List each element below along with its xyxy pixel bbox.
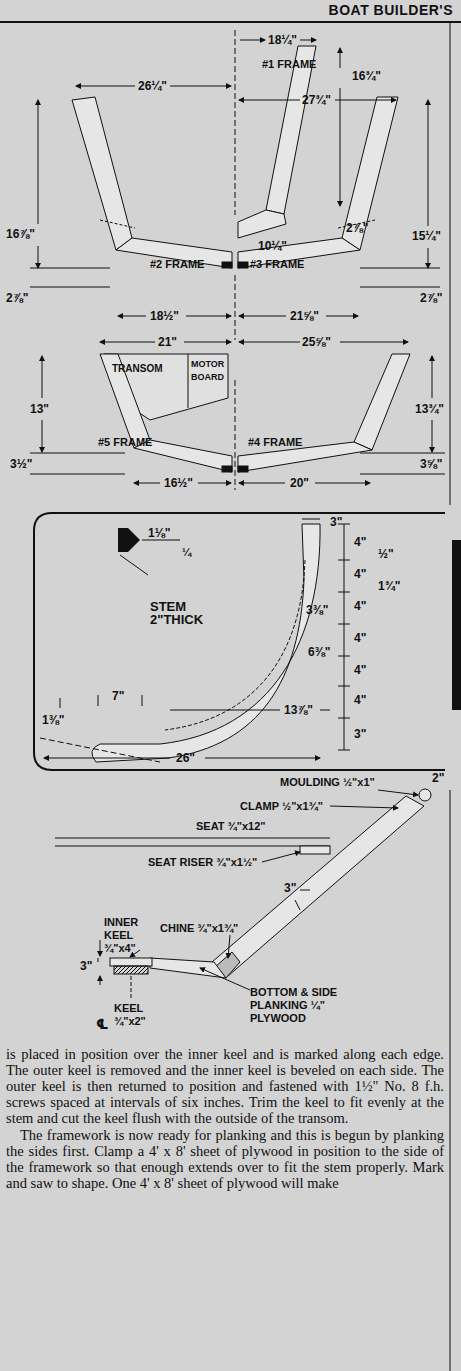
- dimension: 2⅞": [346, 222, 368, 235]
- body-paragraph: The framework is now ready for planking …: [6, 1127, 444, 1191]
- centerline-symbol: ℄: [96, 1018, 109, 1031]
- dimension: ½": [378, 548, 394, 561]
- dimension: 16½": [164, 477, 193, 490]
- dimension: 1⅛": [148, 527, 170, 540]
- dimension: 2⅞": [6, 292, 28, 305]
- dimension: 4": [354, 536, 366, 549]
- part-name: BOTTOM & SIDE PLANKING ¼" PLYWOOD: [250, 986, 380, 1025]
- dimension: 4": [354, 694, 366, 707]
- dimension: 3½": [10, 458, 32, 471]
- dimension: 13⅞": [284, 704, 313, 717]
- dimension: 18¼": [268, 34, 297, 47]
- frame-name: #3 FRAME: [250, 258, 304, 271]
- part-name: KEEL ¾"x2": [114, 1002, 158, 1028]
- dimension: ¼: [182, 546, 191, 559]
- dimension: 6⅜": [308, 646, 330, 659]
- frame-name: #1 FRAME: [262, 58, 316, 71]
- dimension: 1¾": [378, 580, 400, 593]
- dimension: 3": [284, 882, 296, 895]
- body-paragraph: is placed in position over the inner kee…: [6, 1046, 444, 1126]
- dimension: 10¼": [258, 240, 287, 253]
- dimension: 26¼": [138, 80, 167, 93]
- dimension: 1⅜": [42, 714, 64, 727]
- page-header: BOAT BUILDER'S: [329, 2, 453, 18]
- dimension: 4": [354, 664, 366, 677]
- part-name: CLAMP ½"x1¾": [240, 800, 323, 813]
- dimension: 3": [330, 516, 342, 529]
- dimension: 3": [354, 728, 366, 741]
- frame-name: #4 FRAME: [248, 436, 302, 449]
- part-name: CHINE ¾"x1¾": [160, 922, 238, 935]
- part-name: STEM 2"THICK: [150, 600, 210, 626]
- part-name: INNER KEEL ¾"x4": [104, 916, 154, 955]
- part-name: TRANSOM: [112, 362, 163, 375]
- dimension: 3⅝": [420, 458, 442, 471]
- dimension: 21": [158, 336, 177, 349]
- dimension: 16¾": [352, 70, 381, 83]
- dimension: 7": [112, 690, 124, 703]
- dimension: 3⅜": [306, 604, 328, 617]
- dimension: 4": [354, 568, 366, 581]
- dimension: 16⅞": [6, 228, 35, 241]
- dimension: 21⅝": [290, 310, 319, 323]
- frame-name: #2 FRAME: [150, 258, 204, 271]
- dimension: 27¾": [302, 94, 331, 107]
- dimension: 3": [80, 960, 92, 973]
- part-name: SEAT RISER ¾"x1½": [148, 856, 257, 869]
- dimension: 4": [354, 632, 366, 645]
- dimension: 4": [354, 600, 366, 613]
- part-name: MOULDING ½"x1": [280, 776, 375, 789]
- dimension: 13": [30, 403, 49, 416]
- dimension: 20": [290, 477, 309, 490]
- dimension: 2⅞": [420, 292, 442, 305]
- part-name: SEAT ¾"x12": [196, 820, 266, 833]
- dimension: 18½": [150, 310, 179, 323]
- dimension: 25⅝": [302, 336, 331, 349]
- part-name: MOTOR BOARD: [191, 358, 227, 384]
- dimension: 2": [432, 772, 444, 785]
- dimension: 26": [176, 752, 195, 765]
- dimension: 15¼": [412, 230, 441, 243]
- frame-name: #5 FRAME: [98, 436, 152, 449]
- dimension: 13¾": [415, 403, 444, 416]
